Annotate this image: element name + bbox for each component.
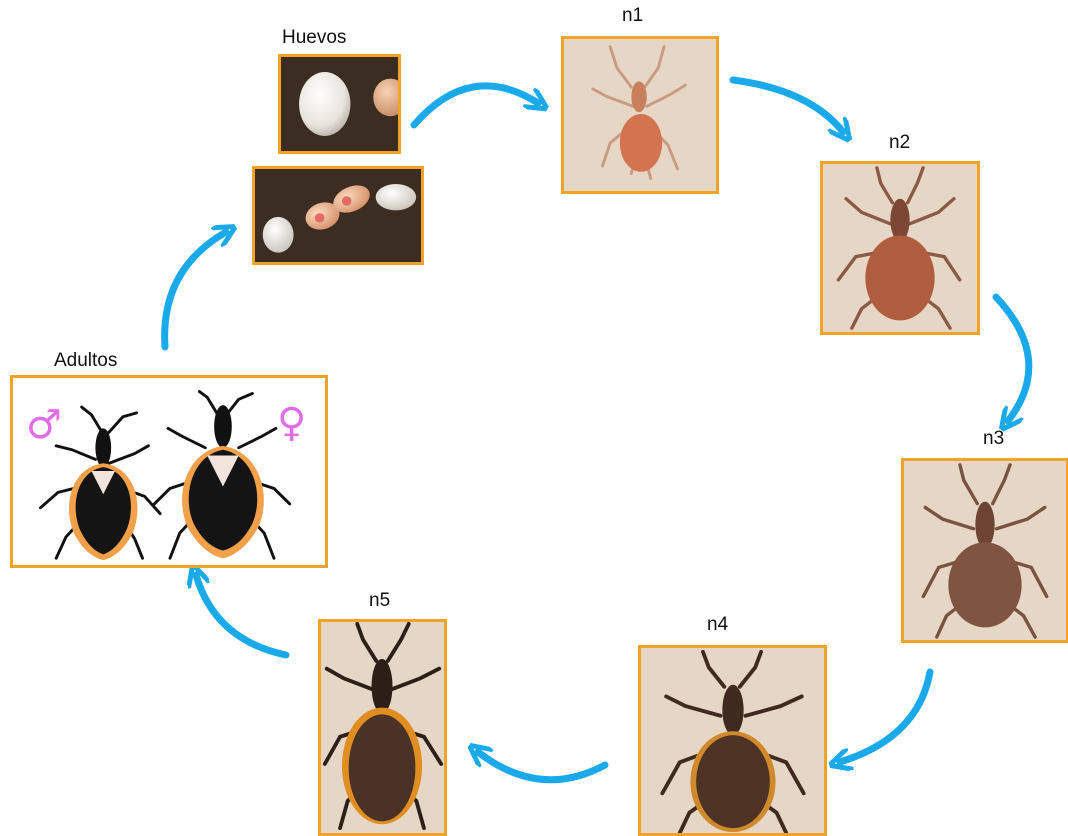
nymph-n5-photo	[318, 619, 447, 836]
arrow-n2-to-n3	[996, 297, 1029, 421]
stage-label-eggs: Huevos	[282, 27, 346, 49]
eggs-photo-top	[278, 54, 401, 154]
stage-label-n1: n1	[622, 5, 643, 27]
stage-label-n4: n4	[707, 614, 728, 636]
arrow-adults-to-eggs	[165, 232, 226, 347]
arrow-eggs-to-n1	[414, 86, 538, 125]
eggs-photo-bottom	[252, 166, 424, 265]
arrow-n1-to-n2	[733, 80, 843, 132]
arrow-n3-to-n4	[840, 672, 930, 762]
arrow-n4-to-n5	[478, 752, 605, 780]
stage-label-n5: n5	[369, 590, 390, 612]
nymph-n3-photo	[901, 458, 1068, 643]
nymph-n1-photo	[561, 36, 719, 194]
arrow-n5-to-adults	[196, 575, 286, 655]
stage-label-adults: Adultos	[54, 350, 117, 372]
female-symbol: ♀	[277, 403, 306, 443]
stage-label-n2: n2	[889, 132, 910, 154]
male-symbol: ♂	[26, 405, 62, 445]
nymph-n4-photo	[638, 645, 827, 836]
nymph-n2-photo	[820, 161, 980, 335]
stage-label-n3: n3	[983, 428, 1004, 450]
